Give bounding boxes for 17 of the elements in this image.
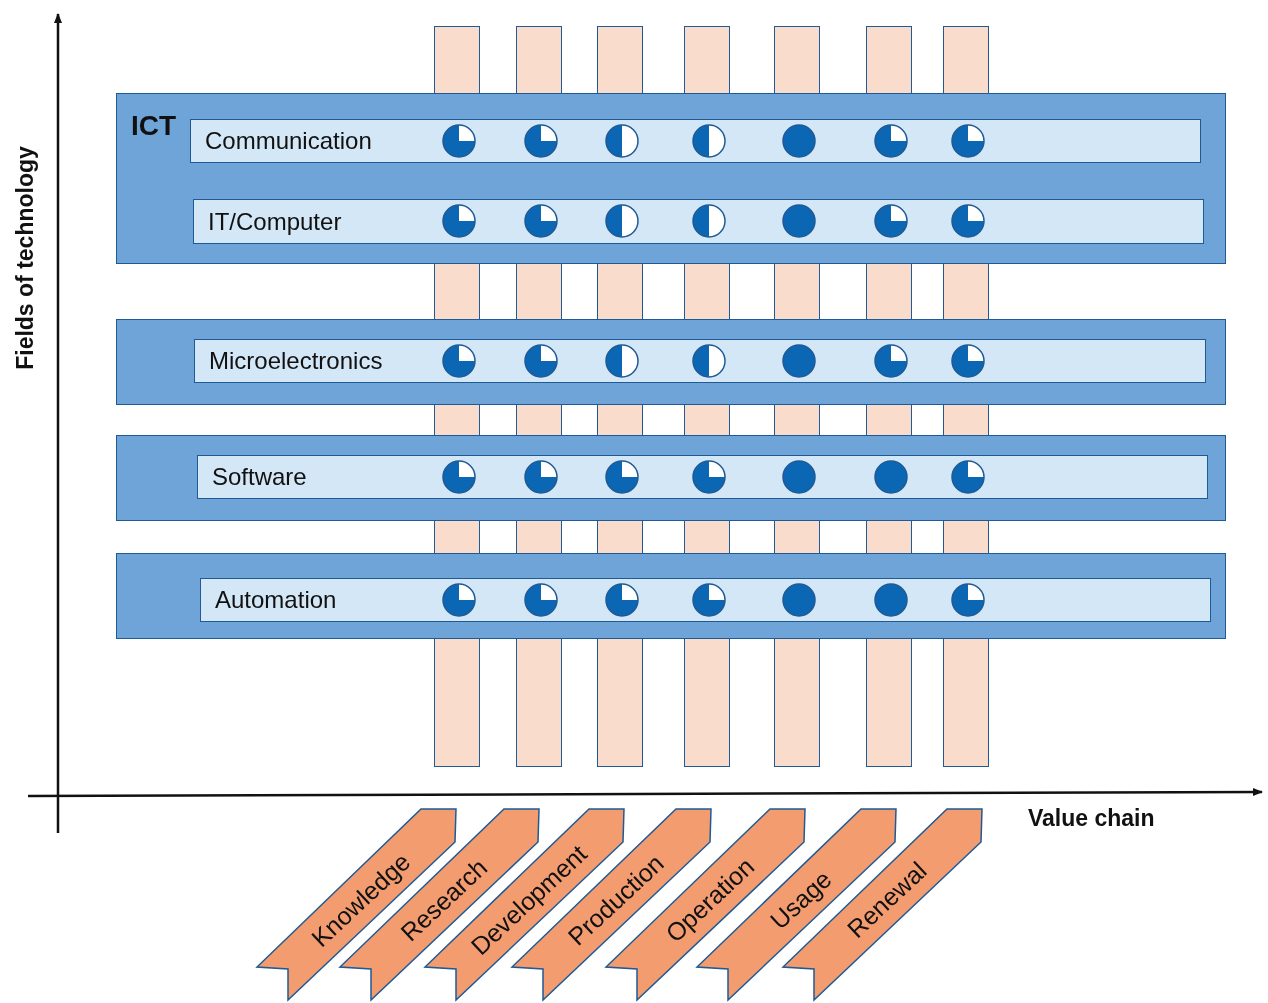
field-label: IT/Computer: [208, 207, 342, 236]
technology-group-band: [116, 93, 1226, 264]
technology-band: [116, 435, 1226, 521]
axis-label: Value chain: [1028, 805, 1155, 832]
technology-band: [116, 553, 1226, 639]
technology-field-box: [193, 199, 1204, 244]
technology-field-box: [197, 455, 1208, 499]
technology-field-box: [190, 119, 1201, 163]
field-label: Microelectronics: [209, 347, 383, 375]
technology-band: [116, 319, 1226, 405]
field-label: Automation: [215, 586, 337, 614]
technology-field-box: [200, 578, 1211, 622]
field-label: Communication: [205, 127, 372, 155]
group-label: ICT: [131, 112, 177, 140]
technology-field-box: [194, 339, 1206, 383]
axis-label: Fields of technology: [11, 146, 39, 370]
field-label: Software: [212, 463, 307, 491]
